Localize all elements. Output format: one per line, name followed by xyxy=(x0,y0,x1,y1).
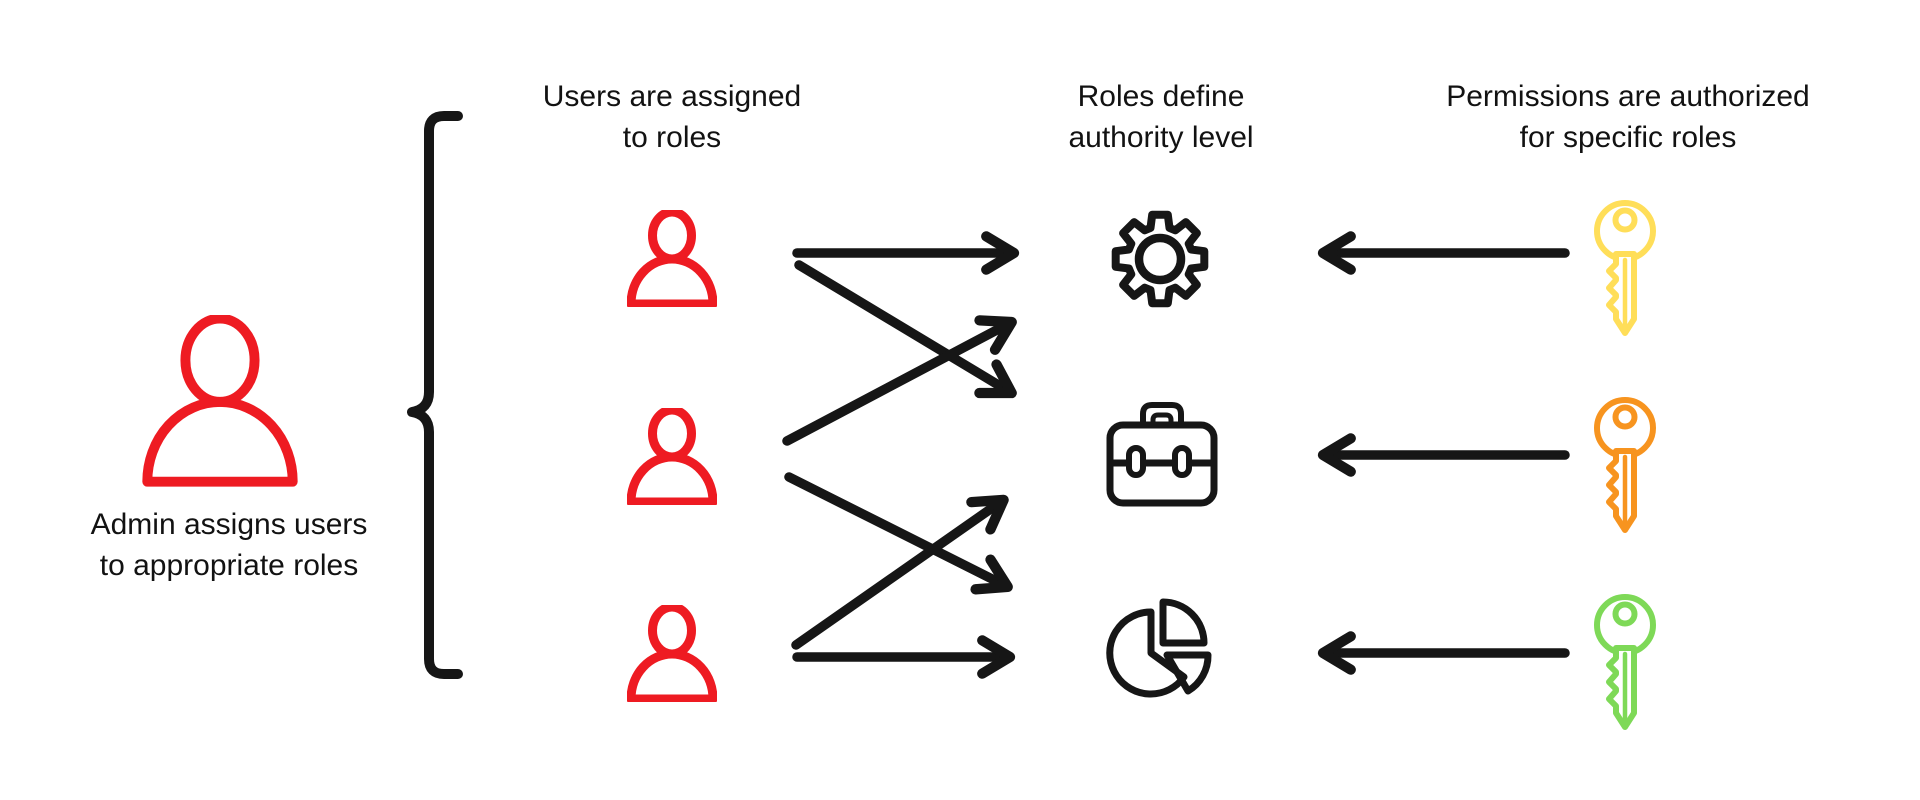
briefcase-icon xyxy=(1106,402,1218,507)
arrow-user2-to-pie xyxy=(784,472,1013,595)
users-heading-line2: to roles xyxy=(622,121,722,154)
user-3-icon xyxy=(631,607,713,699)
gear-icon xyxy=(1111,210,1209,308)
pie-chart-icon xyxy=(1106,598,1212,698)
yellow-key-icon xyxy=(1597,203,1653,333)
permissions-heading-line1: Permissions are authorized xyxy=(1446,80,1810,113)
roles-heading-line1: Roles define xyxy=(1077,80,1245,113)
permissions-column-heading: Permissions are authorized for specific … xyxy=(1446,76,1810,158)
arrow-user3-to-briefcase xyxy=(791,494,1009,650)
user-1-icon xyxy=(631,212,713,304)
orange-key-icon xyxy=(1597,400,1653,530)
users-column-heading: Users are assigned to roles xyxy=(543,76,801,158)
users-heading-line1: Users are assigned xyxy=(542,80,802,113)
admin-person-icon xyxy=(147,319,292,482)
admin-caption: Admin assigns users to appropriate roles xyxy=(91,504,368,586)
roles-heading-line2: authority level xyxy=(1068,121,1254,154)
admin-brace xyxy=(407,111,463,679)
permissions-heading-line2: for specific roles xyxy=(1519,121,1737,154)
assignment-arrows xyxy=(782,231,1020,679)
arrow-user2-to-gear xyxy=(782,315,1017,446)
admin-caption-line2: to appropriate roles xyxy=(99,549,359,582)
authorization-arrows xyxy=(1317,231,1570,675)
green-key-icon xyxy=(1597,597,1653,727)
user-2-icon xyxy=(631,410,713,502)
roles-column-heading: Roles define authority level xyxy=(1068,76,1253,158)
arrow-user1-to-briefcase xyxy=(794,260,1017,399)
admin-caption-line1: Admin assigns users xyxy=(90,508,368,541)
